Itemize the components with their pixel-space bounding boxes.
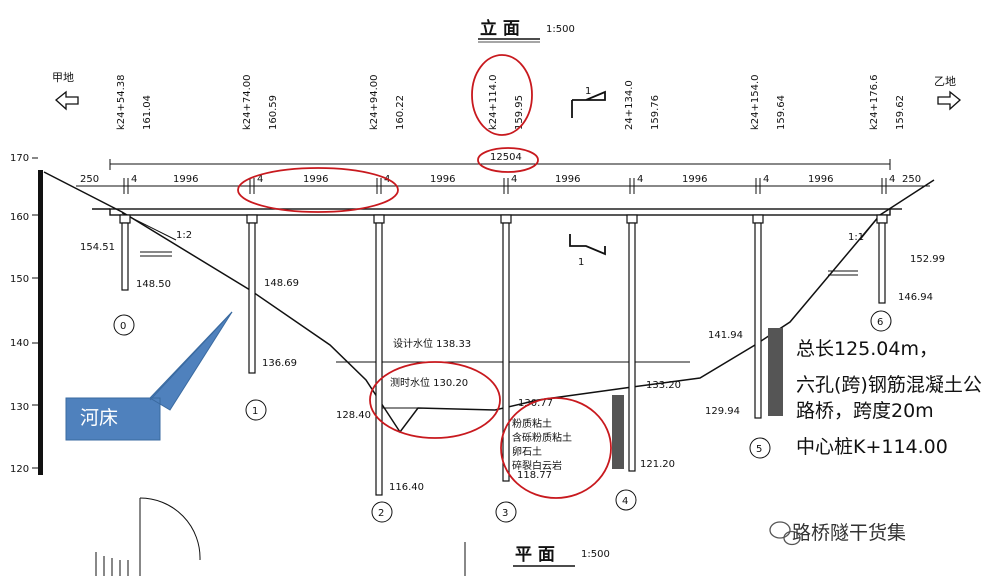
pier-elevations: 154.51 148.50 148.69 136.69 128.40 116.4… xyxy=(80,242,945,493)
svg-text:1: 1 xyxy=(252,406,258,417)
svg-text:130: 130 xyxy=(10,402,29,413)
svg-text:卵石土: 卵石土 xyxy=(512,445,542,458)
svg-text:146.94: 146.94 xyxy=(898,292,933,303)
design-water-label: 设计水位 138.33 xyxy=(393,337,471,350)
svg-text:1: 1 xyxy=(578,257,584,268)
station-0-pile: k24+54.38 xyxy=(116,74,127,130)
svg-text:128.40: 128.40 xyxy=(336,410,371,421)
svg-text:148.50: 148.50 xyxy=(136,279,171,290)
station-6-pile: k24+176.6 xyxy=(869,74,880,130)
svg-text:116.40: 116.40 xyxy=(389,482,424,493)
elevation-scale: 1:500 xyxy=(546,24,575,35)
svg-text:4: 4 xyxy=(131,174,137,185)
plan-scale: 1:500 xyxy=(581,549,610,560)
span-3-dim: 1996 xyxy=(430,174,455,185)
svg-text:4: 4 xyxy=(637,174,643,185)
bridge-notes: 总长125.04m， 六孔(跨)钢筋混凝土公路桥，跨度20m 中心桩K+114.… xyxy=(796,336,996,470)
station-1-elev: 160.59 xyxy=(268,95,279,130)
svg-text:150: 150 xyxy=(10,274,29,285)
span-6-dim: 1996 xyxy=(808,174,833,185)
station-0-elev: 161.04 xyxy=(142,95,153,130)
watermark-text: 路桥隧干货集 xyxy=(792,522,907,544)
elevation-axis: 170 160 150 140 130 120 xyxy=(10,153,43,475)
station-1-pile: k24+74.00 xyxy=(242,74,253,130)
right-arrow-icon xyxy=(937,90,962,111)
right-slope-ratio: 1:1 xyxy=(848,232,864,243)
svg-text:136.69: 136.69 xyxy=(262,358,297,369)
svg-text:4: 4 xyxy=(622,496,628,507)
note-center-pile: 中心桩K+114.00 xyxy=(796,436,948,458)
svg-text:140: 140 xyxy=(10,338,29,349)
span-5-dim: 1996 xyxy=(682,174,707,185)
left-arrow-icon xyxy=(54,90,79,111)
section-mark-top: 1 xyxy=(571,86,606,118)
svg-text:154.51: 154.51 xyxy=(80,242,115,253)
elevation-view-title: 立 面 xyxy=(480,18,520,39)
plan-view-fragment xyxy=(95,497,466,576)
svg-text:118.77: 118.77 xyxy=(517,470,552,481)
svg-text:133.20: 133.20 xyxy=(646,380,681,391)
total-length-dim: 12504 xyxy=(490,152,522,163)
wechat-icon xyxy=(769,521,801,546)
red-annotations xyxy=(237,54,612,499)
station-3-pile: k24+114.0 xyxy=(488,74,499,130)
svg-text:160: 160 xyxy=(10,212,29,223)
soil-layers: 粉质粘土 含砾粉质粘土 卵石土 碎裂白云岩 xyxy=(512,417,572,472)
section-mark-bottom: 1 xyxy=(569,234,606,268)
svg-text:121.20: 121.20 xyxy=(640,459,675,470)
riverbed-label: 河床 xyxy=(80,407,119,429)
dimension-text: 12504 250 250 4 4 4 4 4 4 4 1996 1996 19… xyxy=(80,152,921,185)
riverbed-callout xyxy=(65,311,233,441)
note-total-length: 总长125.04m， xyxy=(796,338,938,360)
svg-text:4: 4 xyxy=(511,174,517,185)
left-slope-ratio: 1:2 xyxy=(176,230,192,241)
svg-text:含砾粉质粘土: 含砾粉质粘土 xyxy=(512,431,572,444)
note-bridge-type: 六孔(跨)钢筋混凝土公路桥，跨度20m xyxy=(796,374,982,422)
borehole-mid xyxy=(612,395,624,469)
svg-text:4: 4 xyxy=(257,174,263,185)
svg-text:130.77: 130.77 xyxy=(518,398,553,409)
station-6-elev: 159.62 xyxy=(895,95,906,130)
svg-text:3: 3 xyxy=(502,508,508,519)
bridge-deck xyxy=(92,208,902,216)
span-1-dim: 1996 xyxy=(173,174,198,185)
svg-text:141.94: 141.94 xyxy=(708,330,743,341)
span-4-dim: 1996 xyxy=(555,174,580,185)
station-3-elev: 159.95 xyxy=(514,95,525,130)
svg-text:5: 5 xyxy=(756,444,762,455)
pier-numbers: 0 1 2 3 4 5 6 xyxy=(113,310,892,523)
svg-text:152.99: 152.99 xyxy=(910,254,945,265)
svg-text:4: 4 xyxy=(763,174,769,185)
svg-text:碎裂白云岩: 碎裂白云岩 xyxy=(512,459,562,472)
end-left-dim: 250 xyxy=(80,174,99,185)
measured-water-label: 测时水位 130.20 xyxy=(390,376,468,389)
svg-text:1: 1 xyxy=(585,86,591,97)
span-2-dim: 1996 xyxy=(303,174,328,185)
svg-text:0: 0 xyxy=(120,321,126,332)
plan-view-title: 平 面 xyxy=(515,545,555,565)
svg-text:4: 4 xyxy=(889,174,895,185)
borehole-right xyxy=(768,328,783,416)
station-labels: k24+54.38 161.04 k24+74.00 160.59 k24+94… xyxy=(116,74,906,130)
station-4-pile: 24+134.0 xyxy=(624,80,635,130)
station-5-elev: 159.64 xyxy=(776,95,787,130)
station-2-elev: 160.22 xyxy=(395,95,406,130)
station-4-elev: 159.76 xyxy=(650,95,661,130)
dimension-lines xyxy=(76,159,930,194)
piers xyxy=(119,214,888,496)
svg-text:120: 120 xyxy=(10,464,29,475)
station-2-pile: k24+94.00 xyxy=(369,74,380,130)
svg-text:6: 6 xyxy=(877,317,883,328)
end-right-dim: 250 xyxy=(902,174,921,185)
svg-text:2: 2 xyxy=(378,508,384,519)
left-site-label: 甲地 xyxy=(52,71,74,84)
svg-text:148.69: 148.69 xyxy=(264,278,299,289)
right-site-label: 乙地 xyxy=(934,75,956,88)
svg-text:129.94: 129.94 xyxy=(705,406,740,417)
svg-text:170: 170 xyxy=(10,153,29,164)
station-5-pile: k24+154.0 xyxy=(750,74,761,130)
svg-text:粉质粘土: 粉质粘土 xyxy=(512,417,552,430)
